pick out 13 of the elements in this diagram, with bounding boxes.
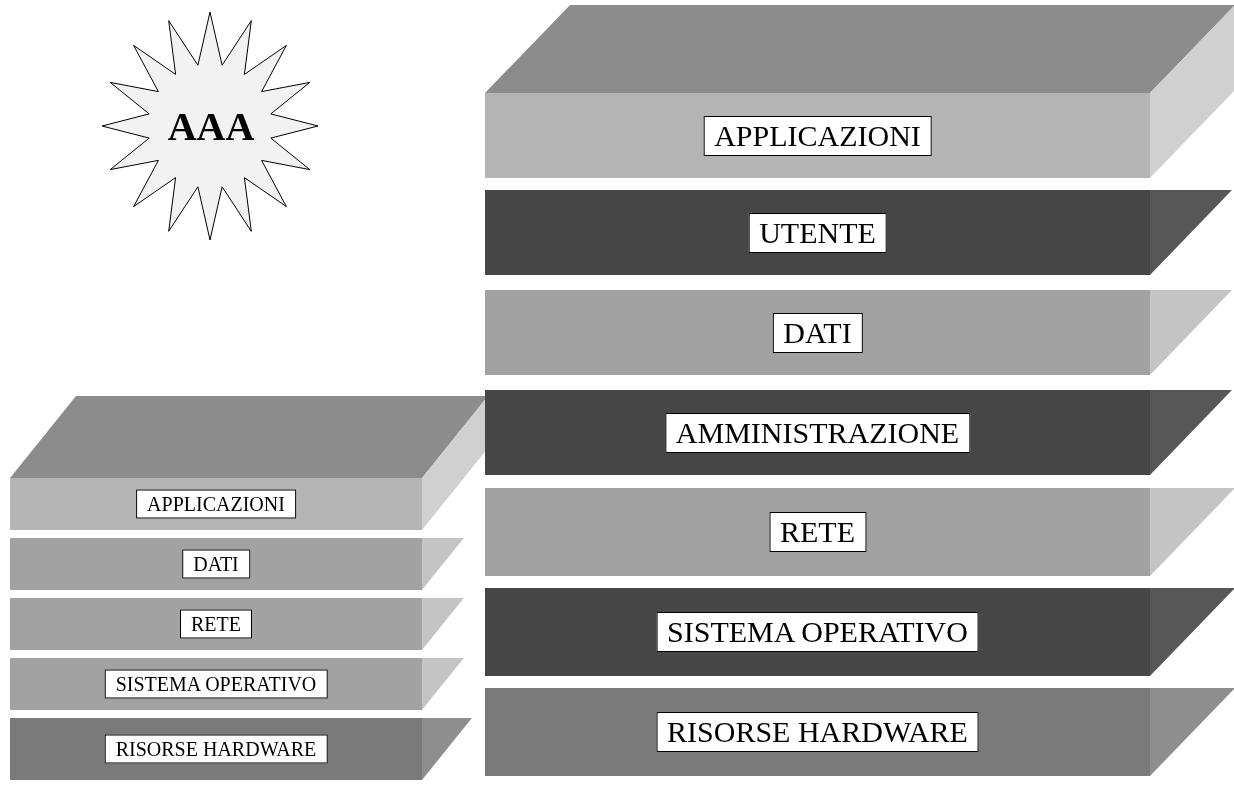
layer-label: RETE bbox=[769, 512, 866, 552]
layer-label: RETE bbox=[180, 609, 252, 639]
layer-label: RISORSE HARDWARE bbox=[104, 734, 328, 764]
layer-label: AMMINISTRAZIONE bbox=[664, 412, 971, 453]
layer-label: SISTEMA OPERATIVO bbox=[656, 612, 979, 652]
layer-label: DATI bbox=[182, 549, 250, 579]
layer-label: APPLICAZIONI bbox=[136, 489, 296, 519]
starburst-label: AAA bbox=[167, 102, 255, 150]
layer-label: SISTEMA OPERATIVO bbox=[104, 669, 328, 699]
layer-label: RISORSE HARDWARE bbox=[656, 712, 979, 752]
layer-label: APPLICAZIONI bbox=[703, 115, 932, 156]
layer-label: DATI bbox=[772, 312, 863, 353]
layer-label: UTENTE bbox=[748, 212, 887, 253]
